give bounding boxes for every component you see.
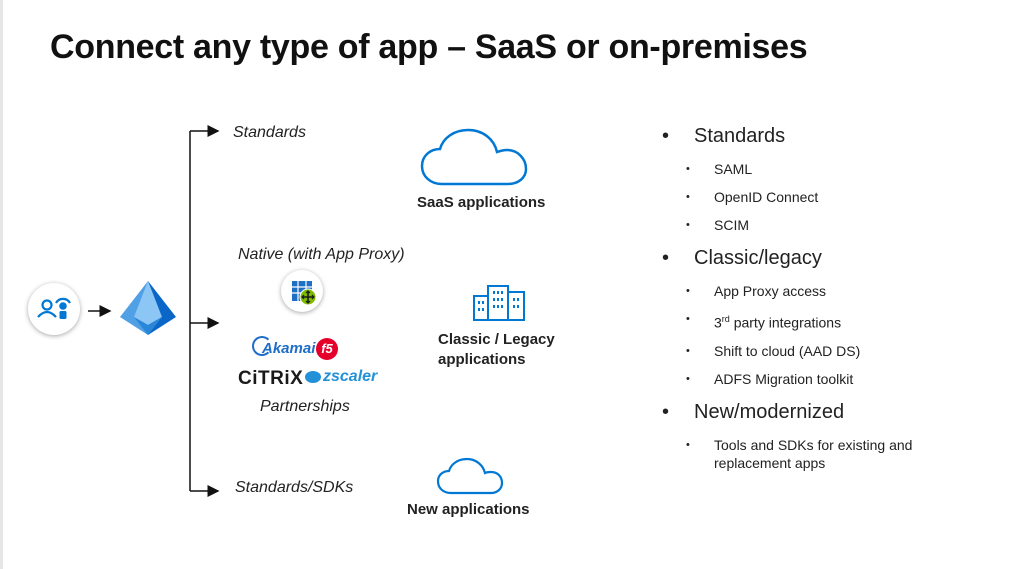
saas-applications-label: SaaS applications xyxy=(417,194,546,211)
bullet-app-proxy-access: App Proxy access xyxy=(662,282,1002,300)
native-label: Native (with App Proxy) xyxy=(238,246,405,263)
saas-cloud-icon xyxy=(420,128,528,186)
bullet-3rd-text: party integrations xyxy=(729,314,842,331)
bullet-group-new: New/modernized Tools and SDKs for existi… xyxy=(662,398,1002,472)
bullet-scim: SCIM xyxy=(662,216,1002,234)
akamai-logo: Akamai xyxy=(252,336,315,357)
f5-logo: f5 xyxy=(316,338,338,360)
user-identity-icon xyxy=(28,283,80,335)
classic-legacy-line2: applications xyxy=(438,351,526,368)
app-proxy-icon xyxy=(281,270,323,312)
building-icon xyxy=(473,285,525,321)
bullet-classic-legacy: Classic/legacy xyxy=(662,244,1002,272)
standards-sdks-label: Standards/SDKs xyxy=(235,479,354,496)
slide-title: Connect any type of app – SaaS or on-pre… xyxy=(50,28,808,66)
bullet-openid-connect: OpenID Connect xyxy=(662,188,1002,206)
bullet-3rd-suffix: rd xyxy=(721,314,730,324)
akamai-logo-text: Akamai xyxy=(262,340,316,357)
bullet-new-modernized: New/modernized xyxy=(662,398,1002,426)
bullet-shift-to-cloud: Shift to cloud (AAD DS) xyxy=(662,342,1002,360)
classic-legacy-label: Classic / Legacy applications xyxy=(438,330,555,370)
bullet-3rd-party: 3rd party integrations xyxy=(662,310,1002,332)
bullet-tools-sdks: Tools and SDKs for existing and replacem… xyxy=(662,436,1002,472)
slide-left-edge xyxy=(0,0,3,569)
bullet-3rd-number: 3 xyxy=(714,314,722,331)
bullet-list: Standards SAML OpenID Connect SCIM Class… xyxy=(662,122,1002,482)
zscaler-logo: zscaler xyxy=(305,368,377,386)
new-apps-cloud-icon xyxy=(436,457,504,495)
zscaler-logo-text: zscaler xyxy=(323,368,378,385)
new-applications-label: New applications xyxy=(407,501,530,518)
bullet-group-classic: Classic/legacy App Proxy access 3rd part… xyxy=(662,244,1002,388)
bullet-adfs-migration: ADFS Migration toolkit xyxy=(662,370,1002,388)
azure-ad-pyramid-icon xyxy=(120,281,176,335)
standards-label: Standards xyxy=(233,124,306,141)
classic-legacy-line1: Classic / Legacy xyxy=(438,331,555,348)
partnerships-label: Partnerships xyxy=(260,398,350,415)
bullet-group-standards: Standards SAML OpenID Connect SCIM xyxy=(662,122,1002,234)
citrix-logo: CiTRiX xyxy=(238,368,304,389)
bullet-standards: Standards xyxy=(662,122,1002,150)
f5-logo-text: f5 xyxy=(321,341,333,356)
bullet-saml: SAML xyxy=(662,160,1002,178)
